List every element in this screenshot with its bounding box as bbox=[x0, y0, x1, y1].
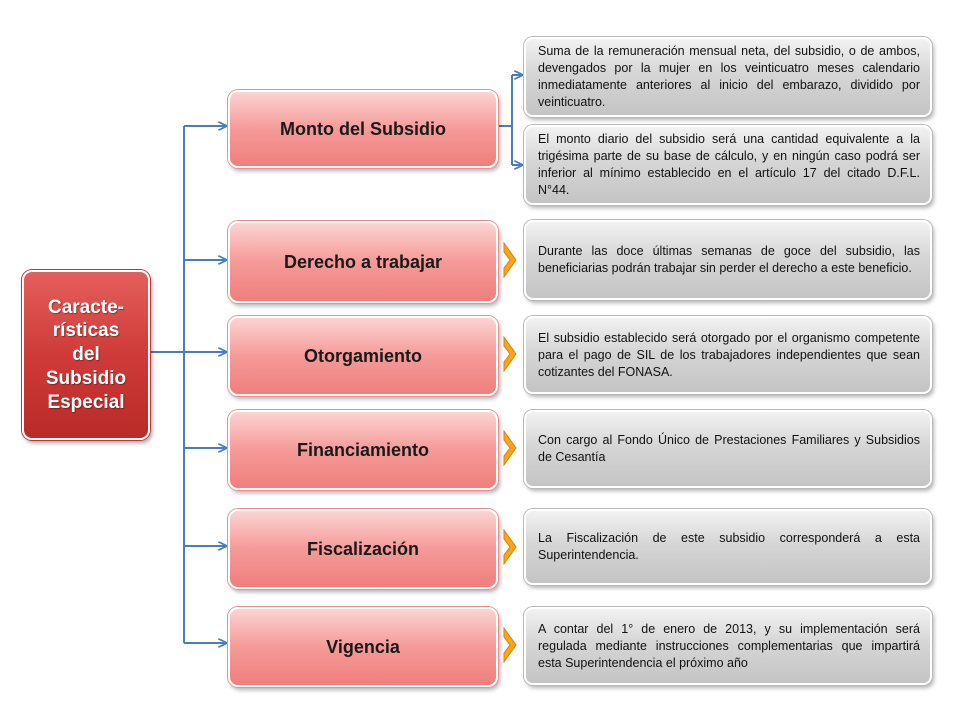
category-fiscalizacion: Fiscalización bbox=[228, 509, 498, 589]
description-text: La Fiscalización de este subsidio corres… bbox=[538, 531, 920, 562]
description-text: Durante las doce últimas semanas de goce… bbox=[538, 244, 920, 275]
description-monto-diario: El monto diario del subsidio será una ca… bbox=[524, 125, 932, 205]
description-text: El monto diario del subsidio será una ca… bbox=[538, 132, 920, 197]
category-monto-del-subsidio: Monto del Subsidio bbox=[228, 90, 498, 168]
description-otorgamiento: El subsidio establecido será otorgado po… bbox=[524, 316, 932, 394]
description-financiamiento: Con cargo al Fondo Único de Prestaciones… bbox=[524, 410, 932, 488]
chevron-arrow-icon bbox=[503, 430, 517, 466]
category-label: Otorgamiento bbox=[303, 345, 422, 366]
category-label: Vigencia bbox=[326, 636, 400, 657]
description-vigencia: A contar del 1° de enero de 2013, y su i… bbox=[524, 607, 932, 685]
description-text: El subsidio establecido será otorgado po… bbox=[538, 330, 920, 379]
description-text: Suma de la remuneración mensual neta, de… bbox=[538, 44, 920, 109]
category-financiamiento: Financiamiento bbox=[228, 410, 498, 490]
description-text: A contar del 1° de enero de 2013, y su i… bbox=[538, 621, 920, 670]
chevron-arrow-icon bbox=[503, 529, 517, 565]
category-label: Monto del Subsidio bbox=[280, 118, 446, 139]
category-label: Derecho a trabajar bbox=[283, 251, 443, 272]
root-node: Caracte- rísticas del Subsidio Especial bbox=[22, 270, 150, 440]
category-derecho-a-trabajar: Derecho a trabajar bbox=[228, 221, 498, 303]
chevron-arrow-icon bbox=[503, 627, 517, 663]
chevron-arrow-icon bbox=[503, 336, 517, 372]
category-label: Financiamiento bbox=[296, 439, 430, 460]
category-vigencia: Vigencia bbox=[228, 607, 498, 687]
description-derecho-a-trabajar: Durante las doce últimas semanas de goce… bbox=[524, 220, 932, 300]
category-label: Fiscalización bbox=[306, 538, 420, 559]
description-monto-base: Suma de la remuneración mensual neta, de… bbox=[524, 37, 932, 117]
category-otorgamiento: Otorgamiento bbox=[228, 316, 498, 396]
root-label: Caracte- rísticas del Subsidio Especial bbox=[45, 296, 127, 413]
chevron-arrow-icon bbox=[503, 242, 517, 278]
description-fiscalizacion: La Fiscalización de este subsidio corres… bbox=[524, 509, 932, 585]
description-text: Con cargo al Fondo Único de Prestaciones… bbox=[538, 433, 920, 464]
